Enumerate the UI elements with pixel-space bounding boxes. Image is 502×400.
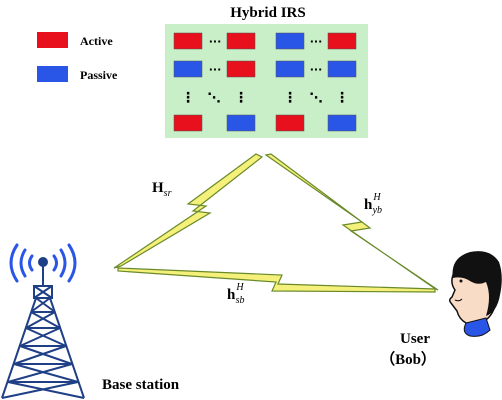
irs-element-active [173,114,203,132]
irs-element-passive [275,60,305,78]
irs-panel: ··· ··· ··· ··· ⋮ ⋮ ⋮ ⋮ ⋱ ⋱ [165,24,368,138]
irs-ellipsis-vertical: ⋮ [283,90,297,106]
channel-links [113,153,439,293]
base-station-label: Base station [102,377,180,393]
irs-ellipsis-horizontal: ··· [209,35,222,48]
irs-element-active [327,32,357,50]
svg-text:Hsr: Hsr [152,180,172,199]
irs-element-passive [173,60,203,78]
irs-ellipsis-horizontal: ··· [209,63,222,76]
irs-element-passive [327,114,357,132]
irs-element-active [226,60,256,78]
user-label: User [400,331,430,347]
irs-ellipsis-vertical: ⋮ [234,90,248,106]
irs-ellipsis-diagonal: ⋱ [310,91,323,106]
label-hsr: Hsr [152,180,172,199]
legend-passive-label: Passive [80,68,118,82]
user-avatar-icon [448,251,502,337]
irs-ellipsis-diagonal: ⋱ [208,91,221,106]
bolt-hsr [113,153,264,269]
user-sublabel: （Bob） [380,350,436,368]
irs-ellipsis-vertical: ⋮ [181,90,195,106]
bolt-hsb [117,267,436,293]
irs-ellipsis-vertical: ⋮ [335,90,349,106]
legend-active-label: Active [80,34,113,48]
irs-element-active [275,114,305,132]
irs-ellipsis-horizontal: ··· [310,35,323,48]
legend-active-swatch [37,32,68,48]
irs-ellipsis-horizontal: ··· [310,63,323,76]
base-station-tower-icon [1,243,85,399]
diagram-title: Hybrid IRS [230,5,305,21]
irs-elements: ··· ··· ··· ··· ⋮ ⋮ ⋮ ⋮ ⋱ ⋱ [173,32,357,132]
bolt-hyb [264,153,439,291]
irs-element-active [226,32,256,50]
legend: Active Passive [37,32,118,82]
irs-element-passive [275,32,305,50]
irs-element-active [173,32,203,50]
irs-element-passive [327,60,357,78]
legend-passive-swatch [37,66,68,82]
irs-element-passive [226,114,256,132]
